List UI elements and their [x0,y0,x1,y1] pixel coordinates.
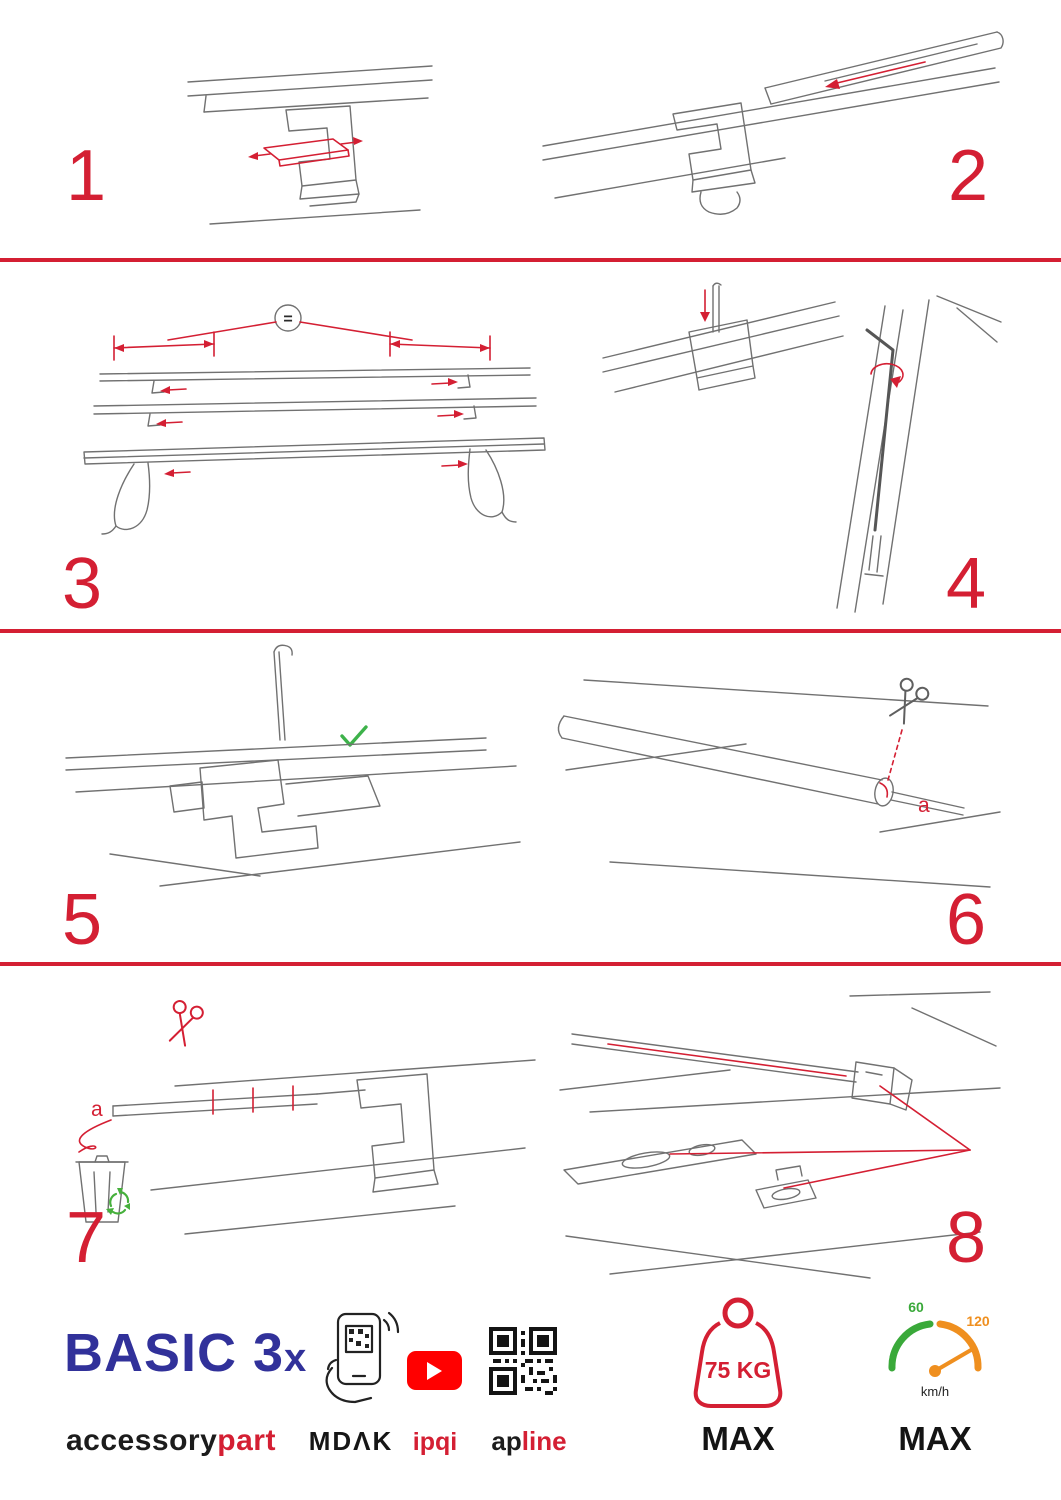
scissors-icon [889,677,930,725]
logo-ipqi: ipqi [412,1428,458,1456]
trash-icon [75,1155,129,1223]
rotate-arrow [870,363,904,388]
cut-label-a: a [918,794,930,817]
step-3-illustration: = [83,304,546,535]
step-1-illustration [187,65,433,225]
section-divider-3 [0,962,1061,966]
step-8-number: 8 [946,1198,987,1278]
qr-code [489,1327,557,1395]
dimension-bracket-left [113,331,215,361]
insert-plate-highlight [248,137,363,167]
logo-apline: apline [491,1426,567,1456]
step-7-illustration: a [75,1000,536,1235]
recycle-icon [106,1188,130,1215]
scissors-icon [168,1000,204,1047]
step-4-illustration [602,282,1002,613]
youtube-icon [407,1351,462,1390]
step-2-illustration [542,31,1004,215]
equal-sign: = [283,311,292,328]
push-down-arrow [700,289,710,322]
step-3-number: 3 [62,544,103,624]
slide-direction-arrow [825,61,926,89]
max-speed-label: MAX [898,1420,972,1457]
max-weight-icon: 75 KG [693,1297,783,1408]
step-5-illustration [65,644,521,887]
section-divider-2 [0,629,1061,633]
step-4-number: 4 [946,544,987,624]
speedometer-icon: 60 120 km/h [888,1299,990,1399]
section-divider-1 [0,258,1061,262]
step-8-illustration [559,991,1001,1279]
cut-label-a: a [91,1098,103,1121]
allen-key [865,328,895,532]
dimension-bracket-right [389,331,491,361]
speed-high-label: 120 [966,1313,990,1329]
step-1-number: 1 [66,136,107,216]
check-icon [340,725,368,747]
max-weight-label: MAX [701,1420,775,1457]
step-5-number: 5 [62,880,103,960]
speed-unit-label: km/h [921,1384,949,1399]
brand-wordmark: accessorypart [66,1424,276,1457]
step-2-number: 2 [948,136,989,216]
max-weight-value: 75 KG [705,1357,771,1383]
logo-mdak: MDΛK [308,1426,394,1456]
speed-low-label: 60 [908,1299,924,1315]
step-6-illustration: a [557,677,1001,888]
product-name: BASIC 3x [64,1323,308,1383]
phone-qr-scan-icon [325,1311,400,1404]
step-7-number: 7 [66,1198,107,1278]
step-6-number: 6 [946,880,987,960]
equal-badge [274,304,302,332]
